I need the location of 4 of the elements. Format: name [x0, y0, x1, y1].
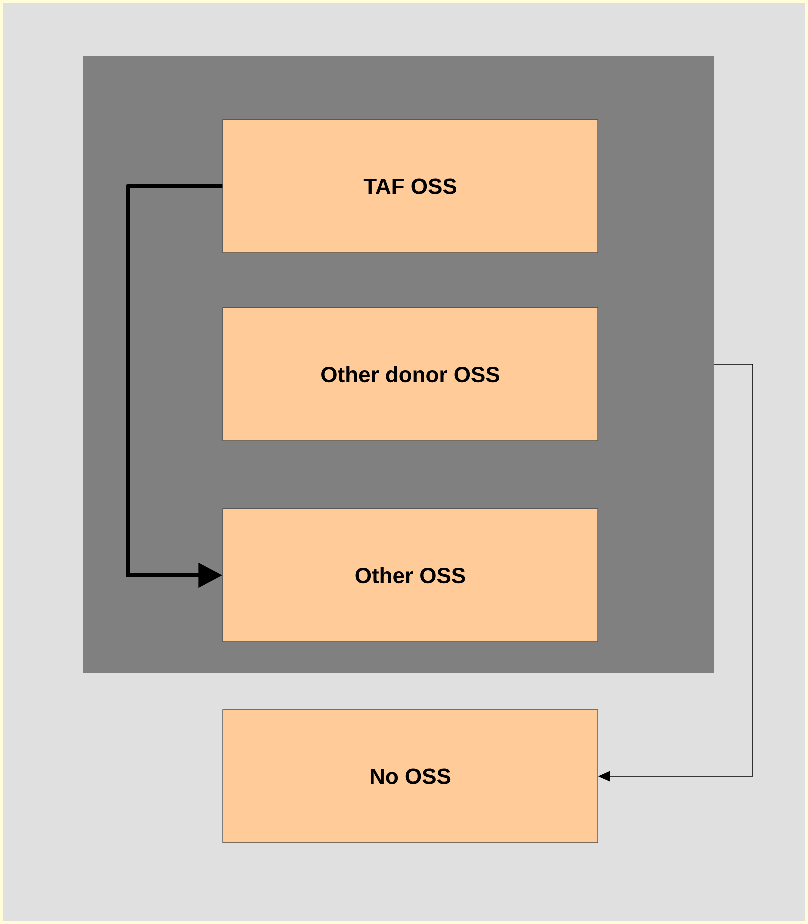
process-box: No OSS: [222, 710, 598, 844]
process-box: TAF OSS: [222, 120, 598, 254]
process-box: Other OSS: [222, 508, 598, 642]
process-box: Other donor OSS: [222, 308, 598, 442]
